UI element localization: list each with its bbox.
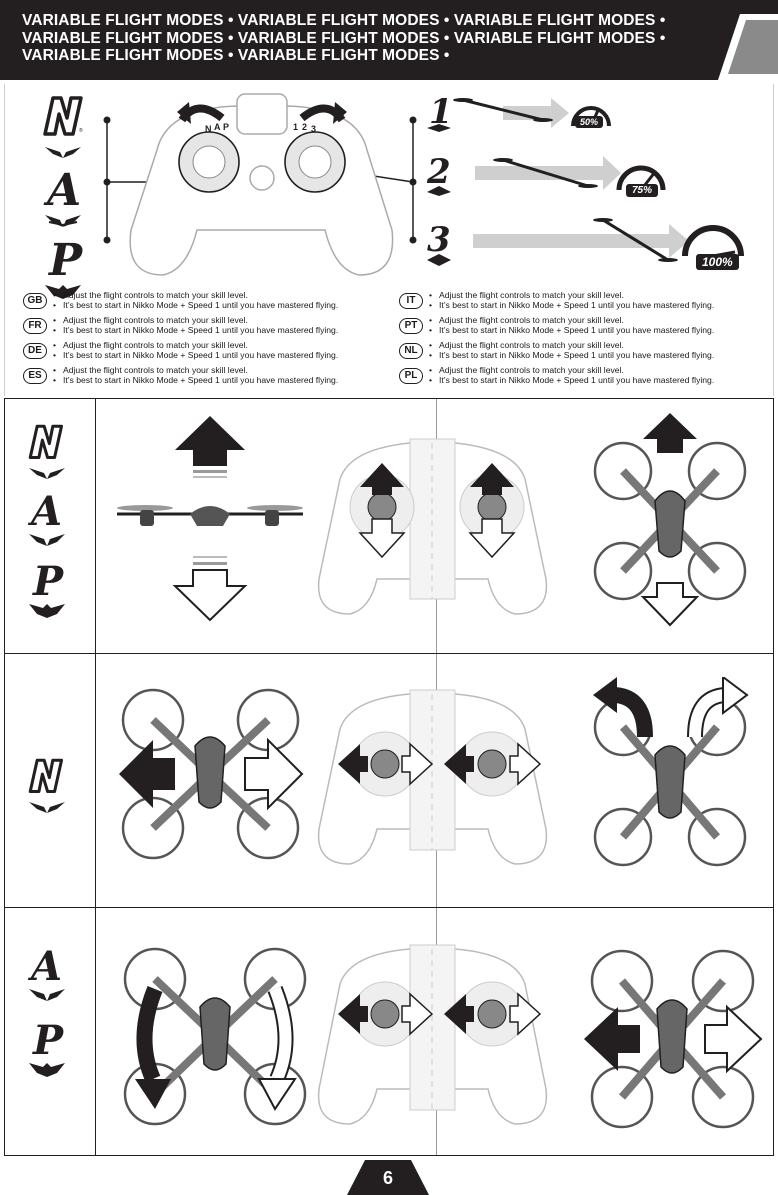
lang-line: It’s best to start in Nikko Mode + Speed… bbox=[53, 300, 338, 310]
mode-letter-a: A bbox=[31, 943, 63, 990]
nikko-mode-logo-icon bbox=[28, 758, 64, 794]
lang-row-es: ES Adjust the flight controls to match y… bbox=[23, 365, 383, 390]
lang-badge: PL bbox=[399, 368, 423, 384]
lang-row-it: IT Adjust the flight controls to match y… bbox=[399, 290, 771, 315]
controller-rotate-illustration bbox=[317, 944, 548, 1125]
lang-badge: NL bbox=[399, 343, 423, 359]
nikko-mode-logo-icon bbox=[28, 424, 64, 460]
speed-row-3: 3 100% bbox=[423, 214, 773, 284]
header-line-3: VARIABLE FLIGHT MODES • VARIABLE FLIGHT … bbox=[22, 47, 450, 64]
controller-mode-label-a: A bbox=[214, 122, 221, 132]
row-2-mode-icons bbox=[23, 755, 83, 814]
wing-rank-icon bbox=[45, 215, 81, 227]
mode-letter-a: A bbox=[31, 488, 63, 535]
mode-letter-a: A bbox=[47, 165, 82, 216]
header-title: VARIABLE FLIGHT MODES • VARIABLE FLIGHT … bbox=[22, 12, 665, 65]
speed-row-1: 1 50% bbox=[423, 92, 773, 134]
lang-line: It’s best to start in Nikko Mode + Speed… bbox=[429, 300, 714, 310]
page-number-tab: 6 bbox=[347, 1160, 429, 1195]
lang-badge: FR bbox=[23, 318, 47, 334]
speed-percent-badge: 75% bbox=[626, 184, 659, 197]
header-banner: VARIABLE FLIGHT MODES • VARIABLE FLIGHT … bbox=[0, 0, 778, 80]
drone-yaw-illustration bbox=[593, 677, 749, 867]
lang-row-gb: GB Adjust the flight controls to match y… bbox=[23, 290, 383, 315]
corner-tab-icon bbox=[718, 14, 778, 80]
header-line-1: VARIABLE FLIGHT MODES • VARIABLE FLIGHT … bbox=[22, 12, 666, 29]
lang-line: Adjust the flight controls to match your… bbox=[53, 290, 338, 300]
wing-rank-icon bbox=[29, 468, 65, 479]
mode-selector-icons: ® A P bbox=[39, 92, 89, 301]
lang-badge: DE bbox=[23, 343, 47, 359]
lang-row-de: DE Adjust the flight controls to match y… bbox=[23, 340, 383, 365]
nikko-mode-logo-icon: ® bbox=[43, 96, 83, 136]
lang-line: Adjust the flight controls to match your… bbox=[53, 315, 338, 325]
mode-letter-p: P bbox=[33, 1017, 64, 1064]
speed-number: 1 bbox=[429, 92, 453, 132]
page-number-tab-shape bbox=[347, 1160, 429, 1195]
lang-line: Adjust the flight controls to match your… bbox=[429, 315, 714, 325]
lang-badge: GB bbox=[23, 293, 47, 309]
lang-badge: ES bbox=[23, 368, 47, 384]
lang-row-pt: PT Adjust the flight controls to match y… bbox=[399, 315, 771, 340]
language-instructions-left: GB Adjust the flight controls to match y… bbox=[23, 290, 383, 390]
drone-rotate-illustration bbox=[123, 947, 307, 1126]
mode-speed-panel: ® A P N bbox=[4, 84, 774, 396]
speed-percent-badge: 100% bbox=[696, 254, 739, 270]
header-line-2: VARIABLE FLIGHT MODES • VARIABLE FLIGHT … bbox=[22, 29, 666, 47]
grid-divider bbox=[5, 653, 773, 654]
control-diagram-grid: A P bbox=[4, 398, 774, 1156]
controller-mode-label-n: N bbox=[205, 124, 212, 134]
drone-strafe-illustration bbox=[119, 688, 304, 860]
lang-line: Adjust the flight controls to match your… bbox=[429, 290, 714, 300]
drone-sideways-illustration bbox=[584, 949, 763, 1129]
lang-line: It’s best to start in Nikko Mode + Speed… bbox=[429, 375, 714, 385]
drone-side-altitude-illustration bbox=[117, 416, 303, 622]
speed-3-drone-illustration bbox=[427, 218, 744, 266]
wing-rank-icon bbox=[29, 1063, 65, 1077]
speed-number: 2 bbox=[427, 152, 451, 192]
speed-percent-badge: 50% bbox=[575, 116, 604, 128]
controller-mode-label-p: P bbox=[223, 122, 229, 132]
speed-2-drone-illustration bbox=[427, 156, 666, 196]
drone-top-altitude-illustration bbox=[593, 413, 747, 627]
speed-levels: 1 50% 2 bbox=[423, 92, 773, 284]
speed-1-drone-illustration bbox=[427, 98, 611, 132]
lang-row-nl: NL Adjust the flight controls to match y… bbox=[399, 340, 771, 365]
lang-line: It’s best to start in Nikko Mode + Speed… bbox=[429, 325, 714, 335]
page-number: 6 bbox=[382, 1168, 393, 1188]
wing-rank-icon bbox=[45, 147, 81, 158]
lang-line: Adjust the flight controls to match your… bbox=[53, 365, 338, 375]
controller-mode-switch-diagram: N A P 1 2 3 bbox=[103, 93, 417, 276]
grid-divider bbox=[95, 399, 96, 1155]
mode-letter-p: P bbox=[49, 235, 83, 286]
wing-rank-icon bbox=[29, 989, 65, 1001]
lang-badge: IT bbox=[399, 293, 423, 309]
wing-rank-icon bbox=[29, 604, 65, 618]
lang-line: Adjust the flight controls to match your… bbox=[429, 340, 714, 350]
grid-divider bbox=[5, 907, 773, 908]
lang-line: It’s best to start in Nikko Mode + Speed… bbox=[53, 350, 338, 360]
controller-throttle-illustration bbox=[317, 438, 548, 615]
controller-speed-label-3: 3 bbox=[311, 124, 316, 134]
lang-row-pl: PL Adjust the flight controls to match y… bbox=[399, 365, 771, 390]
language-instructions-right: IT Adjust the flight controls to match y… bbox=[399, 290, 771, 390]
lang-badge: PT bbox=[399, 318, 423, 334]
lang-line: It’s best to start in Nikko Mode + Speed… bbox=[53, 375, 338, 385]
wing-rank-icon bbox=[29, 534, 65, 546]
speed-number: 3 bbox=[427, 220, 451, 260]
lang-line: It’s best to start in Nikko Mode + Speed… bbox=[53, 325, 338, 335]
svg-text:®: ® bbox=[79, 127, 83, 134]
mode-letter-p: P bbox=[33, 558, 64, 605]
controller-speed-label-2: 2 bbox=[302, 122, 307, 132]
lang-row-fr: FR Adjust the flight controls to match y… bbox=[23, 315, 383, 340]
row-1-mode-icons: A P bbox=[23, 421, 83, 620]
wing-rank-icon bbox=[29, 802, 65, 813]
row-3-mode-icons: A P bbox=[23, 947, 83, 1079]
lang-line: Adjust the flight controls to match your… bbox=[429, 365, 714, 375]
controller-strafe-illustration bbox=[317, 689, 548, 865]
speed-row-2: 2 75% bbox=[423, 150, 773, 200]
lang-line: Adjust the flight controls to match your… bbox=[53, 340, 338, 350]
lang-line: It’s best to start in Nikko Mode + Speed… bbox=[429, 350, 714, 360]
controller-speed-label-1: 1 bbox=[293, 122, 298, 132]
